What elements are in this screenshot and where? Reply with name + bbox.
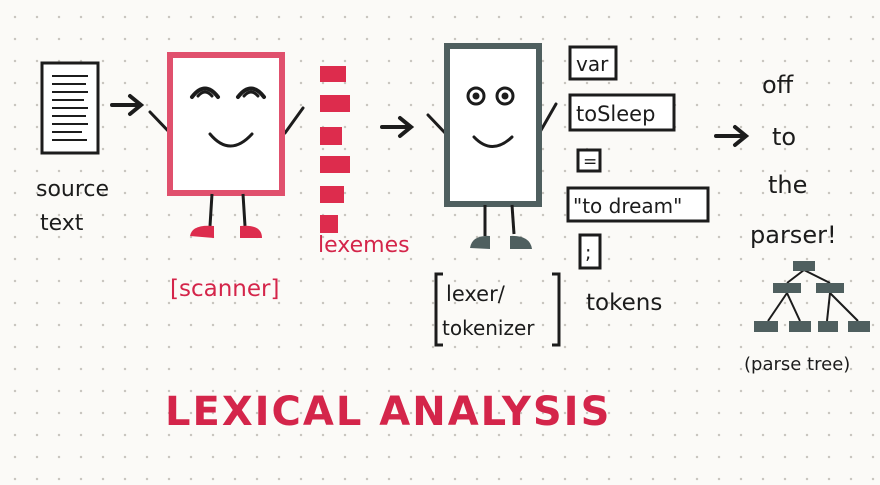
tokens-label: tokens <box>586 290 662 316</box>
lexer-label-line2: tokenizer <box>442 316 535 340</box>
lexer-label-line1: lexer/ <box>446 282 506 306</box>
token-var: var <box>576 52 609 76</box>
token-identifier: toSleep <box>576 102 655 126</box>
source-label-line2: text <box>40 211 84 236</box>
lexeme-block <box>320 95 350 112</box>
scanner-character <box>148 52 305 238</box>
lexeme-block <box>320 156 350 173</box>
parse-tree-label: (parse tree) <box>744 354 850 375</box>
token-box <box>568 45 618 81</box>
token-equals: = <box>583 152 597 172</box>
arrow-right-icon <box>110 94 145 116</box>
token-box <box>578 233 602 270</box>
arrow-right-icon <box>380 116 415 138</box>
lexeme-block <box>320 66 346 82</box>
lexeme-block <box>320 186 344 203</box>
lexemes-stack <box>320 66 350 233</box>
arrow-right-icon <box>714 125 750 147</box>
token-semicolon: ; <box>585 242 591 264</box>
lexeme-block <box>320 215 338 233</box>
parser-line4: parser! <box>750 221 837 249</box>
token-box <box>568 93 676 132</box>
token-list: var toSleep = "to dream" ; <box>566 45 710 270</box>
source-document-icon <box>40 61 100 155</box>
parser-line1: off <box>762 71 794 99</box>
lexeme-block <box>320 127 342 145</box>
parser-line2: to <box>772 123 796 151</box>
scanner-label: [scanner] <box>170 276 279 302</box>
token-box <box>576 148 602 173</box>
lexer-label-bracket <box>434 272 561 347</box>
lexer-character <box>426 43 558 249</box>
lexemes-label: lexemes <box>318 233 410 258</box>
token-box <box>566 186 710 223</box>
diagram-title: LEXICAL ANALYSIS <box>165 389 611 435</box>
token-string: "to dream" <box>573 194 682 218</box>
parse-tree-icon <box>754 261 870 332</box>
source-label-line1: source <box>36 177 109 202</box>
parser-line3: the <box>768 171 807 199</box>
